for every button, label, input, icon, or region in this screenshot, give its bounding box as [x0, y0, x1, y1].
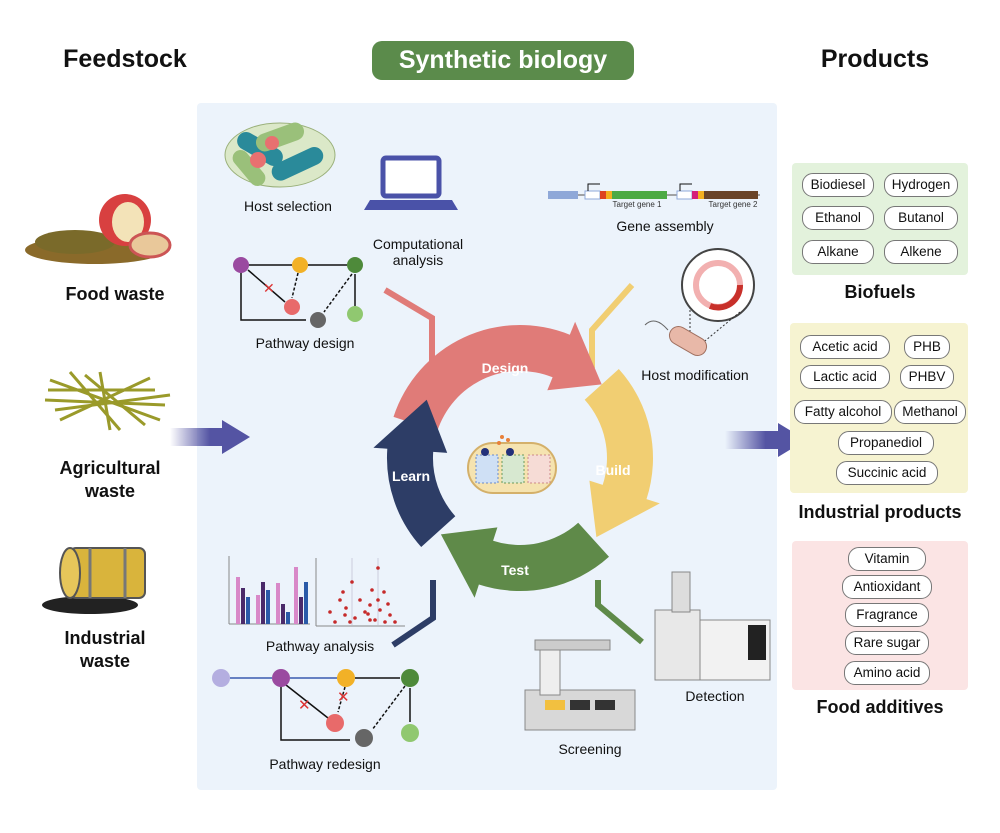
pathway-analysis-scatter	[315, 558, 405, 627]
scatter-point	[358, 598, 362, 602]
cycle-arrow-design	[393, 321, 602, 432]
feedstock-header: Feedstock	[63, 45, 187, 73]
biofuels-title: Biofuels	[844, 282, 916, 302]
product-chip: Propanediol	[838, 431, 934, 455]
laptop-icon	[364, 155, 458, 210]
target-gene-2-label: Target gene 2	[709, 200, 758, 209]
product-chip: Acetic acid	[800, 335, 890, 359]
scatter-point	[348, 620, 352, 624]
host-selection-label: Host selection	[244, 198, 332, 214]
pathway-redesign-label: Pathway redesign	[269, 756, 381, 772]
scatter-point	[388, 613, 392, 617]
scatter-point	[383, 620, 387, 624]
build-connector	[589, 283, 635, 368]
feedstock-food-waste: Food waste	[65, 284, 165, 304]
industrial-products-title: Industrial products	[798, 502, 962, 522]
host-modification-label: Host modification	[641, 367, 749, 383]
scatter-point	[386, 602, 390, 606]
product-chip: Butanol	[884, 206, 958, 230]
product-chip: Hydrogen	[884, 173, 958, 197]
input-arrow	[170, 420, 250, 454]
screening-label: Screening	[558, 741, 622, 757]
scatter-point	[376, 598, 380, 602]
svg-text:✕: ✕	[263, 280, 275, 296]
pathway-design-label: Pathway design	[255, 335, 355, 351]
stage-label-learn: Learn	[392, 468, 430, 484]
svg-text:✕: ✕	[337, 689, 350, 706]
output-arrow	[725, 423, 806, 457]
product-chip: Rare sugar	[845, 631, 929, 655]
product-chip: Succinic acid	[836, 461, 938, 485]
pathway-analysis-label: Pathway analysis	[265, 638, 375, 654]
product-chip: Fatty alcohol	[794, 400, 892, 424]
product-chip: PHB	[904, 335, 950, 359]
scatter-point	[353, 616, 357, 620]
food-waste-icon	[25, 194, 172, 264]
product-chip: Lactic acid	[800, 365, 890, 389]
stage-label-test: Test	[501, 562, 529, 578]
biofuels-box: Biodiesel Hydrogen Ethanol Butanol Alkan…	[792, 163, 968, 275]
product-chip: Antioxidant	[842, 575, 932, 599]
barrel-icon	[42, 547, 146, 614]
products-header: Products	[820, 45, 930, 73]
host-cells-icon	[224, 122, 336, 188]
pathway-redesign-graph: ✕✕	[212, 669, 419, 747]
scatter-point	[373, 618, 377, 622]
host-modification-icon	[644, 248, 755, 356]
scatter-point	[382, 590, 386, 594]
food-additives-box: Vitamin Antioxidant Fragrance Rare sugar…	[792, 541, 968, 690]
scatter-point	[370, 588, 374, 592]
gene-assembly-construct	[548, 183, 760, 200]
synthetic-biology-title: Synthetic biology	[372, 41, 634, 80]
scatter-point	[368, 603, 372, 607]
pathway-design-graph: ✕	[233, 257, 363, 328]
feedstock-agricultural-waste: Agricultural waste	[59, 458, 161, 501]
scatter-point	[378, 608, 382, 612]
scatter-point	[366, 612, 370, 616]
product-chip: Ethanol	[802, 206, 874, 230]
dbtl-cycle	[373, 321, 660, 598]
scatter-point	[343, 613, 347, 617]
stage-label-design: Design	[482, 360, 529, 376]
product-chip: Alkene	[884, 240, 958, 264]
svg-text:✕: ✕	[298, 697, 311, 714]
gene-assembly-label: Gene assembly	[616, 218, 714, 234]
product-chip: Fragrance	[845, 603, 929, 627]
scatter-point	[344, 606, 348, 610]
food-additives-title: Food additives	[816, 697, 944, 717]
scatter-point	[393, 620, 397, 624]
cycle-arrow-learn	[373, 399, 456, 547]
scatter-point	[376, 566, 380, 570]
engineered-cell-icon	[467, 435, 557, 494]
detection-label: Detection	[685, 688, 745, 704]
industrial-products-box: Acetic acid PHB Lactic acid PHBV Fatty a…	[790, 323, 968, 493]
scatter-point	[328, 610, 332, 614]
target-gene-1-label: Target gene 1	[613, 200, 662, 209]
scatter-point	[363, 610, 367, 614]
product-chip: Methanol	[894, 400, 966, 424]
design-connector	[383, 287, 435, 365]
scatter-point	[338, 598, 342, 602]
product-chip: Biodiesel	[802, 173, 874, 197]
scatter-point	[368, 618, 372, 622]
cycle-arrow-test	[440, 522, 609, 598]
detection-instrument-icon	[654, 571, 771, 681]
scatter-point	[350, 580, 354, 584]
product-chip: Alkane	[802, 240, 874, 264]
pathway-analysis-bar-chart	[228, 556, 310, 625]
scatter-point	[333, 620, 337, 624]
learn-connector	[391, 580, 436, 648]
cycle-arrow-build	[584, 369, 660, 538]
computational-analysis-label: Computational analysis	[372, 236, 464, 268]
screening-robot-icon	[524, 639, 636, 731]
product-chip: PHBV	[900, 365, 954, 389]
feedstock-industrial-waste: Industrial waste	[64, 628, 146, 671]
agricultural-waste-icon	[44, 371, 171, 431]
product-chip: Vitamin	[848, 547, 926, 571]
stage-label-build: Build	[596, 462, 631, 478]
scatter-point	[341, 590, 345, 594]
product-chip: Amino acid	[844, 661, 930, 685]
test-connector	[595, 580, 644, 645]
